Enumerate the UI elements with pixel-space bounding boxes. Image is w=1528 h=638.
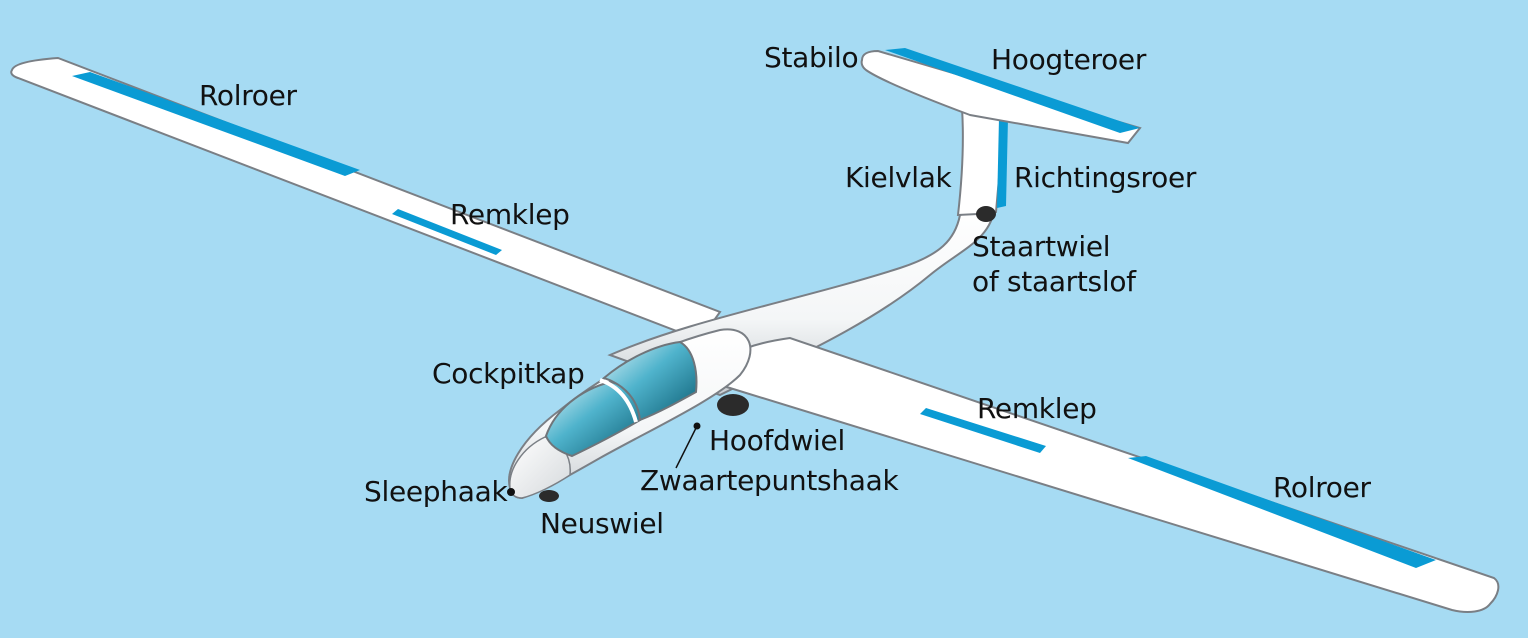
rudder	[997, 118, 1008, 208]
left-aileron	[72, 72, 360, 176]
elevator	[885, 48, 1140, 133]
label-staartwiel-line1: Staartwiel	[972, 230, 1111, 263]
label-remklep-right: Remklep	[977, 392, 1097, 425]
label-zwaartepuntshaak: Zwaartepuntshaak	[640, 464, 899, 497]
nose-cone	[509, 436, 571, 499]
label-remklep-left: Remklep	[450, 198, 570, 231]
right-airbrake	[920, 408, 1046, 453]
label-hoogteroer: Hoogteroer	[991, 43, 1147, 76]
left-wing	[10, 56, 722, 342]
main-wheel	[717, 394, 749, 416]
label-sleephaak: Sleephaak	[364, 475, 508, 508]
label-rolroer-left: Rolroer	[199, 79, 297, 112]
nose-wheel	[539, 490, 559, 502]
canopy-frame	[599, 378, 638, 423]
label-hoofdwiel: Hoofdwiel	[709, 424, 845, 457]
label-staartwiel-line2: of staartslof	[972, 265, 1136, 298]
canopy-rear	[602, 340, 698, 422]
label-richtingsroer: Richtingsroer	[1014, 161, 1197, 194]
label-stabilo: Stabilo	[764, 41, 859, 74]
label-rolroer-right: Rolroer	[1273, 471, 1371, 504]
right-aileron	[1128, 456, 1436, 568]
label-neuswiel: Neuswiel	[540, 507, 664, 540]
label-cockpitkap: Cockpitkap	[432, 357, 585, 390]
label-kielvlak: Kielvlak	[845, 161, 952, 194]
left-airbrake	[392, 209, 502, 255]
tow-hook-marker	[507, 488, 515, 496]
cg-hook-leader	[675, 425, 698, 469]
stabilizer	[860, 49, 1142, 145]
tail-wheel	[976, 206, 996, 222]
